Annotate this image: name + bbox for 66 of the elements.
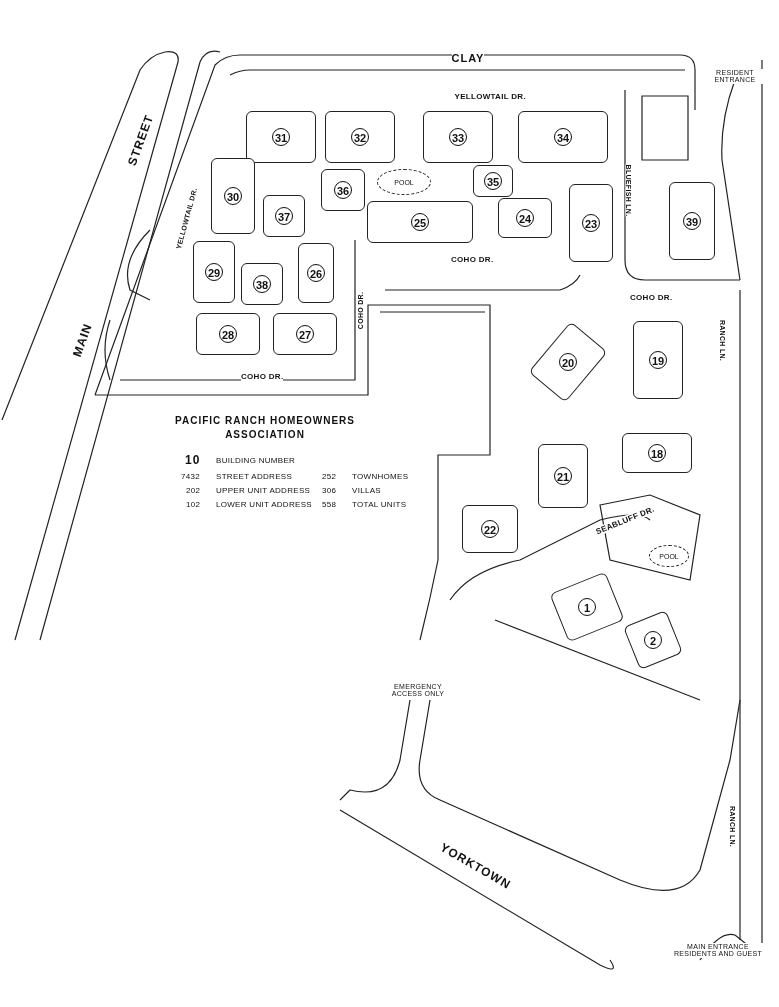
- legend-text: UPPER UNIT ADDRESS: [216, 485, 311, 495]
- building-outline: [263, 195, 305, 237]
- building-outline: [246, 111, 316, 163]
- building-number: 24: [516, 209, 534, 227]
- legend-text: STREET ADDRESS: [216, 471, 293, 481]
- street-name: COHO DR.: [451, 254, 494, 264]
- legend-text: LOWER UNIT ADDRESS: [216, 499, 312, 509]
- building-number: 26: [307, 264, 325, 282]
- legend-text: TOWNHOMES: [352, 471, 409, 481]
- building-outline: [462, 505, 518, 553]
- building-number: 2: [644, 631, 662, 649]
- legend-number: 102: [186, 499, 201, 509]
- legend-number: 252: [322, 471, 337, 481]
- building-number: 35: [484, 172, 502, 190]
- building-number: 21: [554, 467, 572, 485]
- building-outline: [538, 444, 588, 508]
- building-number: 22: [481, 520, 499, 538]
- building-outline: [423, 111, 493, 163]
- building-number: 27: [296, 325, 314, 343]
- building-number: 25: [411, 213, 429, 231]
- building-outline: [518, 111, 608, 163]
- legend-number: 558: [322, 499, 337, 509]
- building-outline: [633, 321, 683, 399]
- building-outline: [669, 182, 715, 260]
- building-number: 29: [205, 263, 223, 281]
- building-number: 37: [275, 207, 293, 225]
- building-outline: [193, 241, 235, 303]
- street-name: YELLOWTAIL DR.: [454, 91, 526, 101]
- legend-text: TOTAL UNITS: [352, 499, 407, 509]
- building-outline: [473, 165, 513, 197]
- legend-text: BUILDING NUMBER: [216, 455, 296, 465]
- street-name: CLAY: [451, 52, 485, 64]
- street-name: MAIN: [69, 321, 95, 359]
- building-number: 20: [559, 353, 577, 371]
- building-outline: [367, 201, 473, 243]
- legend-number: 10: [185, 453, 201, 467]
- building-outline: [298, 243, 334, 303]
- building-number: 39: [683, 212, 701, 230]
- building-outline: [241, 263, 283, 305]
- building-outline: [622, 433, 692, 473]
- building-number: 31: [272, 128, 290, 146]
- building-number: 1: [578, 598, 596, 616]
- building-number: 30: [224, 187, 242, 205]
- building-number: 28: [219, 325, 237, 343]
- legend-number: 306: [322, 485, 337, 495]
- street-name: COHO DR.: [241, 371, 284, 381]
- legend-number: 7432: [181, 471, 200, 481]
- building-number: 23: [582, 214, 600, 232]
- building-number: 18: [648, 444, 666, 462]
- street-name: COHO DR.: [630, 292, 673, 302]
- legend-number: 202: [186, 485, 201, 495]
- building-outline: [321, 169, 365, 211]
- building-outline: [498, 198, 552, 238]
- building-number: 33: [449, 128, 467, 146]
- building-outline: [325, 111, 395, 163]
- building-number: 38: [253, 275, 271, 293]
- building-number: 32: [351, 128, 369, 146]
- building-outline: [273, 313, 337, 355]
- heading: PACIFIC RANCH HOMEOWNERS ASSOCIATION: [174, 414, 356, 442]
- building-number: 36: [334, 181, 352, 199]
- building-outline: [569, 184, 613, 262]
- legend-text: VILLAS: [352, 485, 381, 495]
- building-outline: [196, 313, 260, 355]
- building-number: 19: [649, 351, 667, 369]
- building-number: 34: [554, 128, 572, 146]
- building-outline: [211, 158, 255, 234]
